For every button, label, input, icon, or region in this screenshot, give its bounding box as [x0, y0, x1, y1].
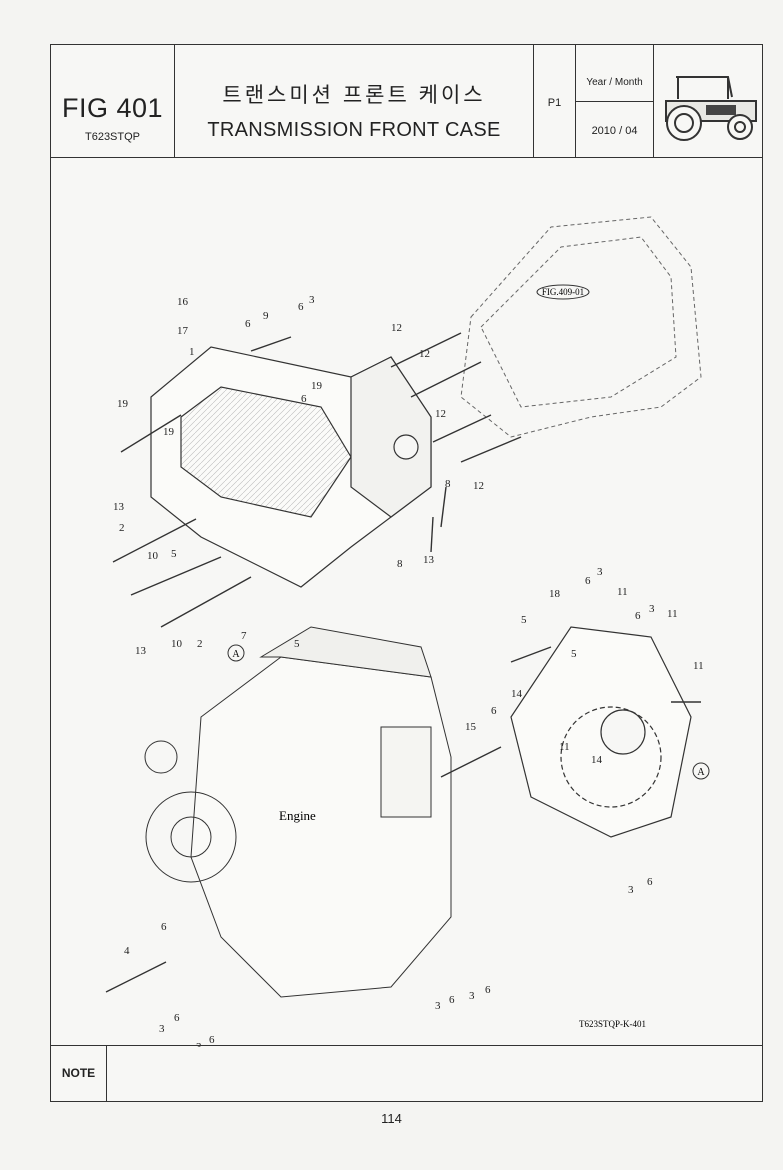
callout: 8 — [445, 478, 451, 490]
callout: 19 — [311, 380, 323, 392]
callout: 6 — [491, 705, 497, 717]
engine-label: Engine — [279, 808, 316, 823]
page-label: P1 — [547, 97, 562, 109]
title-block: FIG 401 T623STQP 트랜스미션 프론트 케이스 TRANSMISS… — [51, 45, 762, 158]
callout: 11 — [559, 741, 570, 753]
callout: 3 — [159, 1023, 165, 1035]
callout: 6 — [647, 876, 653, 888]
detail-marker-a: A — [697, 767, 705, 778]
callout: 13 — [423, 554, 435, 566]
fig-number: FIG 401 — [61, 93, 164, 123]
callout: 11 — [617, 586, 628, 598]
callout: 19 — [163, 426, 175, 438]
callout: 12 — [435, 408, 446, 420]
callout: 16 — [177, 296, 189, 308]
callout: 19 — [117, 398, 129, 410]
callout: 5 — [521, 614, 527, 626]
callout: 12 — [419, 348, 430, 360]
detail-marker-a: A — [232, 649, 240, 660]
callout: 6 — [301, 393, 307, 405]
fig-ref: FIG.409-01 — [542, 287, 584, 297]
callout: 5 — [171, 548, 177, 560]
callout: 15 — [465, 721, 477, 733]
callout: 10 — [147, 550, 159, 562]
year-month-label: Year / Month — [586, 77, 643, 88]
callout: 6 — [298, 301, 304, 313]
title-korean: 트랜스미션 프론트 케이스 — [222, 84, 486, 107]
callout: 14 — [591, 754, 603, 766]
callout: 6 — [245, 318, 251, 330]
callout: 3 — [649, 603, 655, 615]
callout: 4 — [124, 945, 130, 957]
page-number: 114 — [381, 1111, 402, 1126]
callout: 11 — [693, 660, 704, 672]
fig-cell: FIG 401 T623STQP — [51, 45, 175, 157]
callout: 9 — [263, 310, 269, 322]
note-row: NOTE — [51, 1045, 762, 1101]
callout: 6 — [209, 1034, 215, 1046]
bolts — [105, 332, 701, 993]
front-case — [150, 346, 432, 588]
flywheel-housing — [510, 626, 692, 838]
callout: 3 — [435, 1000, 441, 1012]
fig-ref-oval — [536, 284, 590, 300]
callout: 13 — [135, 645, 147, 657]
callout: 5 — [571, 648, 577, 660]
callout: 2 — [119, 522, 125, 534]
drawing-code: T623STQP-K-401 — [579, 1019, 646, 1029]
callout: 11 — [667, 608, 678, 620]
title-cell: 트랜스미션 프론트 케이스 TRANSMISSION FRONT CASE — [175, 45, 534, 157]
sheet-frame: FIG 401 T623STQP 트랜스미션 프론트 케이스 TRANSMISS… — [50, 44, 763, 1102]
callout: 18 — [549, 588, 561, 600]
callout: 6 — [635, 610, 641, 622]
exploded-diagram: FIG.409-01 Engine — [51, 157, 762, 1077]
callout: 10 — [171, 638, 183, 650]
callout: 13 — [113, 501, 125, 513]
callouts: 16 17 6 9 6 3 1 19 19 6 19 12 12 12 12 8… — [113, 294, 704, 1077]
page-label-cell: P1 — [534, 45, 576, 157]
callout: 3 — [469, 990, 475, 1002]
callout: 5 — [294, 638, 300, 650]
callout: 12 — [473, 480, 484, 492]
year-month-value: 2010 / 04 — [591, 125, 638, 137]
callout: 6 — [174, 1012, 180, 1024]
callout: 17 — [177, 325, 189, 337]
callout: 6 — [585, 575, 591, 587]
callout: 14 — [511, 688, 523, 700]
icon-cell — [654, 45, 764, 157]
callout: 3 — [628, 884, 634, 896]
title-english: TRANSMISSION FRONT CASE — [207, 119, 501, 141]
callout: 6 — [161, 921, 167, 933]
parts-drawing: FIG.409-01 Engine — [105, 216, 710, 1077]
date-cell: Year / Month 2010 / 04 — [576, 45, 654, 157]
callout: 8 — [397, 558, 403, 570]
note-label: NOTE — [51, 1046, 107, 1101]
rear-case-outline — [460, 216, 702, 438]
callout: 3 — [309, 294, 315, 306]
detail-marker — [227, 644, 710, 780]
callout: 7 — [241, 630, 247, 642]
callout: 12 — [391, 322, 402, 334]
callout: 6 — [449, 994, 455, 1006]
model-code: T623STQP — [84, 131, 141, 143]
tractor-icon — [665, 76, 757, 141]
callout: 3 — [597, 566, 603, 578]
callout: 6 — [485, 984, 491, 996]
callout: 2 — [197, 638, 203, 650]
callout: 1 — [189, 346, 195, 358]
engine — [144, 626, 452, 998]
